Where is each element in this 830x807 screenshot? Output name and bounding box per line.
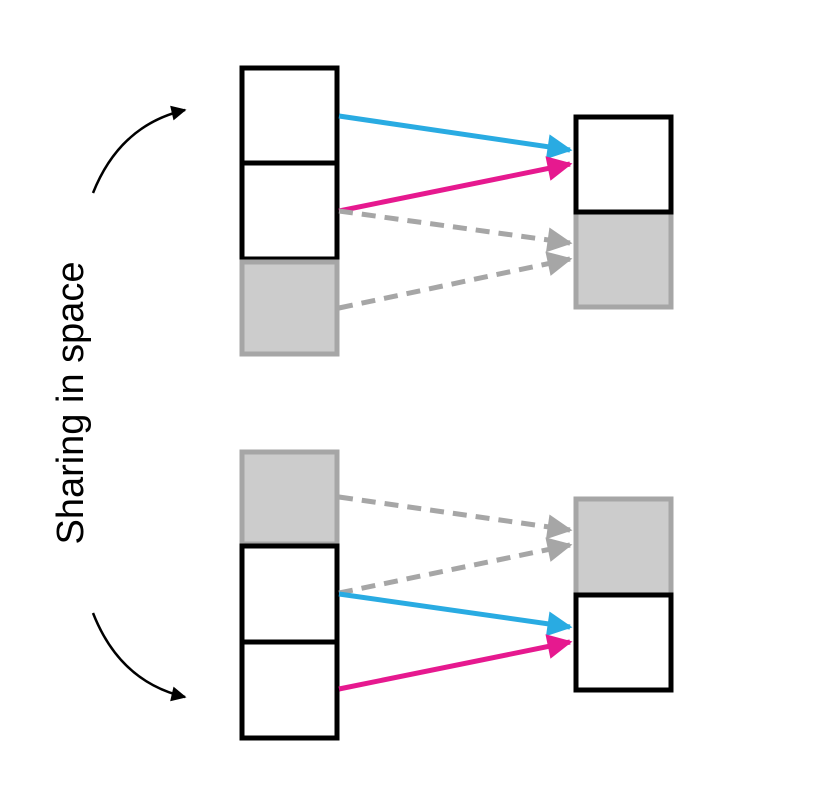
top-blue-arrow (338, 113, 573, 160)
bottom-right-box-gray (573, 496, 674, 598)
bottom-gray-arrow-1 (338, 494, 573, 540)
bottom-gray-arrow-2 (338, 537, 573, 596)
bottom-left-box-2 (239, 543, 340, 645)
bottom-blue-arrow (338, 591, 573, 637)
curved-arrow-down (91, 612, 187, 702)
top-left-box-1 (239, 65, 340, 166)
bottom-left-box-3 (239, 639, 340, 741)
curved-arrow-up (91, 105, 187, 194)
bottom-magenta-arrow (338, 634, 573, 692)
top-gray-arrow-1 (338, 208, 573, 253)
top-gray-arrow-2 (338, 251, 573, 311)
bottom-right-box (573, 592, 674, 693)
top-right-box-gray (573, 209, 674, 310)
top-left-box-2 (239, 160, 340, 262)
top-left-box-3-gray (239, 259, 340, 357)
sharing-in-space-label: Sharing in space (50, 261, 92, 544)
bottom-left-box-1-gray (239, 449, 340, 547)
top-magenta-arrow (338, 156, 573, 214)
top-right-box (573, 114, 674, 215)
